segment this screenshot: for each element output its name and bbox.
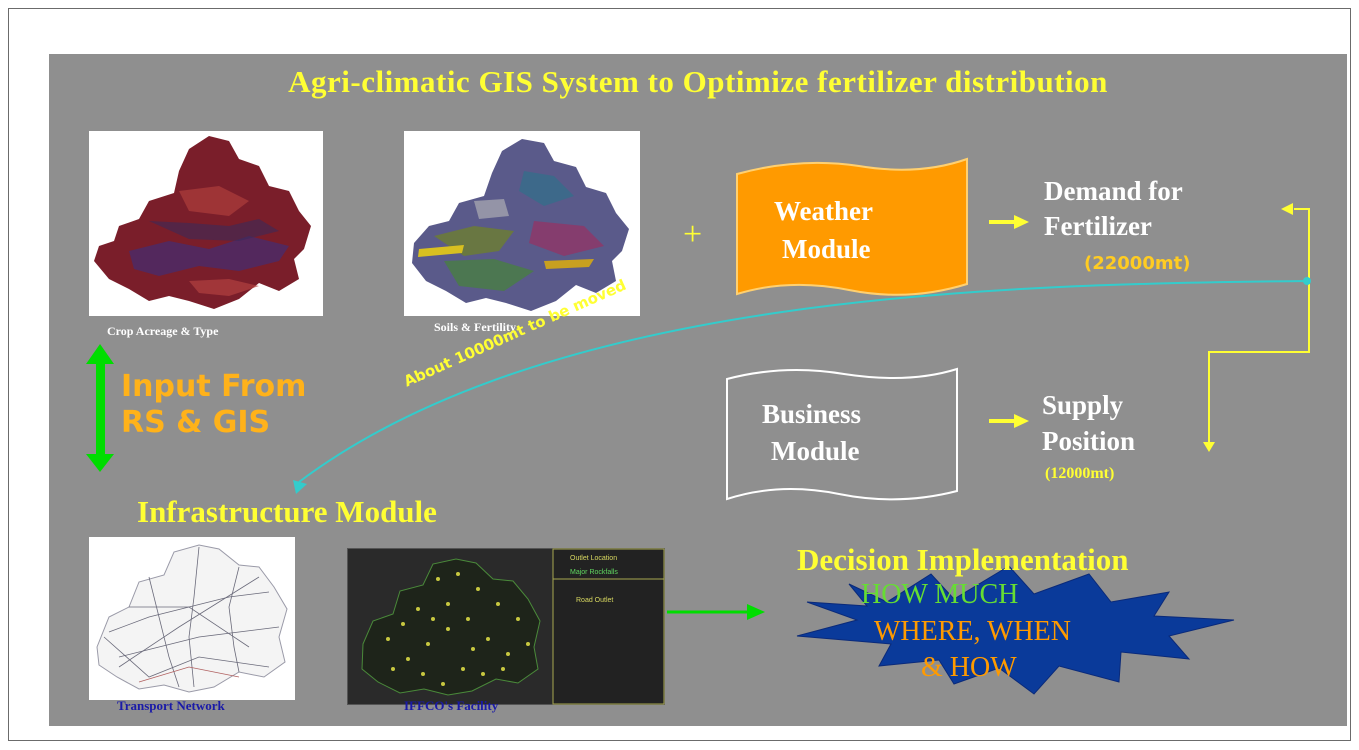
- decision-line1: HOW MUCH: [861, 579, 1019, 610]
- demand-supply-connector: [1208, 208, 1310, 442]
- crop-map-graphic: [94, 136, 311, 309]
- input-double-arrow: [86, 344, 114, 472]
- weather-module-shape: [736, 157, 968, 296]
- supply-amount: (12000mt): [1045, 465, 1115, 482]
- iffco-map-graphic: [361, 548, 665, 705]
- page-frame: Agri-climatic GIS System to Optimize fer…: [8, 8, 1351, 741]
- weather-module-line2: Module: [782, 234, 871, 264]
- supply-line2: Position: [1042, 426, 1136, 456]
- plus-sign: +: [683, 216, 703, 253]
- supply-line1: Supply: [1042, 390, 1124, 420]
- business-module-shape: [726, 367, 958, 501]
- demand-line2: Fertilizer: [1044, 211, 1152, 241]
- decision-line3: & HOW: [921, 652, 1017, 683]
- arrow-to-decision: [667, 604, 765, 620]
- demand-amount: (22000mt): [1084, 253, 1191, 274]
- moved-curve-arrowhead: [293, 480, 307, 494]
- slide: Agri-climatic GIS System to Optimize fer…: [49, 54, 1347, 726]
- iffco-map-caption: IFFCO's Facility: [404, 698, 499, 713]
- weather-module-line1: Weather: [774, 196, 873, 226]
- moved-curve: [298, 280, 1308, 483]
- connector-arrowhead-up: [1281, 203, 1293, 215]
- business-module-line2: Module: [771, 436, 860, 466]
- slide-title: Agri-climatic GIS System to Optimize fer…: [288, 64, 1108, 99]
- arrow-to-demand: [989, 215, 1029, 229]
- iffco-legend-item-3: Road Outlet: [576, 597, 614, 604]
- input-line2: RS & GIS: [121, 405, 271, 440]
- decision-line2: WHERE, WHEN: [874, 616, 1071, 647]
- transport-map-graphic: [96, 544, 288, 693]
- decision-title: Decision Implementation: [797, 542, 1129, 577]
- arrow-to-supply: [989, 414, 1029, 428]
- connectors-layer: [86, 157, 1311, 695]
- crop-map-caption: Crop Acreage & Type: [107, 324, 219, 338]
- input-line1: Input From: [121, 369, 307, 404]
- transport-map-caption: Transport Network: [117, 698, 225, 713]
- iffco-legend-item-1: Outlet Location: [570, 555, 618, 562]
- decision-starburst: [796, 565, 1235, 695]
- soil-map-graphic: [412, 139, 629, 311]
- iffco-legend-item-2: Major Rockfalls: [570, 569, 618, 576]
- demand-line1: Demand for: [1044, 176, 1183, 206]
- crop-acreage-map: [89, 131, 323, 316]
- soil-map-caption: Soils & Fertility: [434, 320, 516, 334]
- infrastructure-title: Infrastructure Module: [137, 494, 437, 529]
- soils-fertility-map: [404, 131, 640, 316]
- connector-arrowhead-down: [1203, 442, 1215, 452]
- transport-network-map: [89, 537, 295, 700]
- business-module-line1: Business: [762, 399, 862, 429]
- iffco-facility-map: Outlet Location Major Rockfalls Road Out…: [347, 548, 665, 705]
